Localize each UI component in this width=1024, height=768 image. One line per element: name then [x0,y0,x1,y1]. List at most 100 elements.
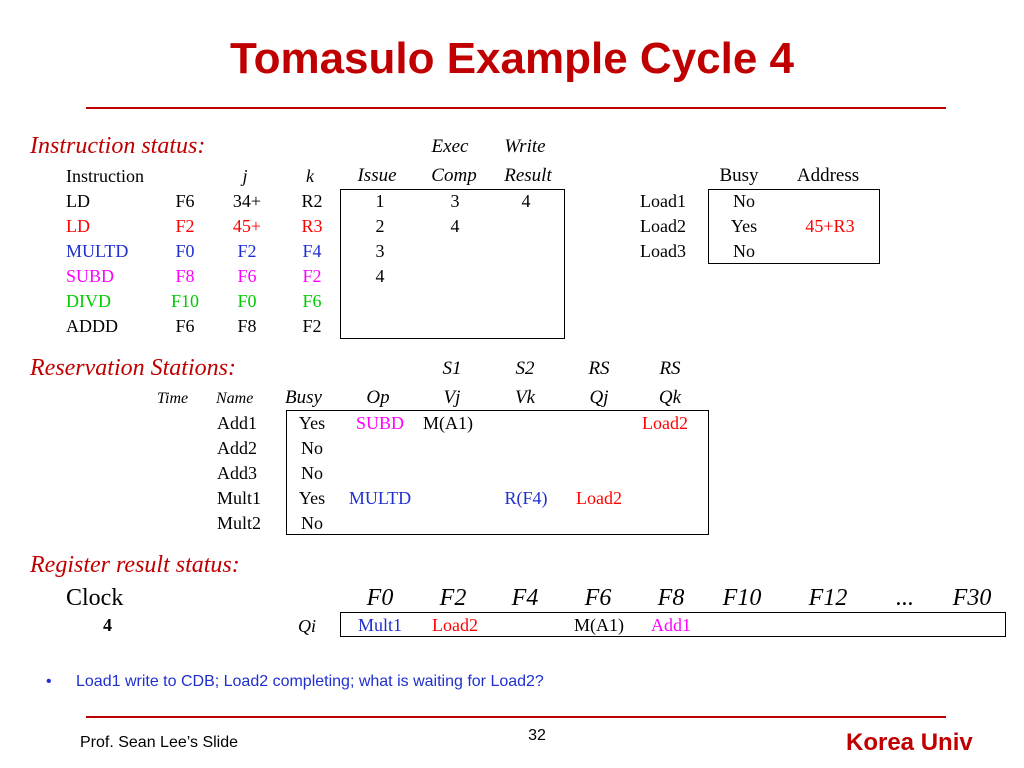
instr-k2: F4 [302,241,322,261]
clock-label: Clock [66,585,124,611]
bullet-dot: • [46,673,52,690]
instr-k: F2 [237,241,257,261]
qi-label: Qi [298,616,316,636]
instr-comp: 4 [450,216,460,236]
instr-j: F8 [175,266,195,286]
register-status-box [340,612,1006,637]
write-header: Write [504,136,546,157]
rs-name: Add3 [217,463,257,483]
register-name-f4: F4 [511,585,539,611]
rs-op: MULTD [348,488,412,508]
rs-qj: Load2 [576,488,622,508]
instr-issue: 2 [375,216,385,236]
rs-busy: Yes [298,413,326,433]
reservation-station-box [286,410,709,535]
instr-k2: F6 [302,291,322,311]
s2-header: S2 [515,358,535,379]
load-busy: No [733,191,755,211]
name-header: Name [216,390,254,407]
rs-name: Add1 [217,413,257,433]
instr-op: LD [66,216,90,236]
instr-k: 34+ [232,191,262,211]
load-name: Load3 [640,241,686,261]
page-number: 32 [528,727,546,744]
instr-issue: 1 [375,191,385,211]
qi-f8: Add1 [651,615,691,635]
footer-author: Prof. Sean Lee’s Slide [80,734,239,751]
rs-name: Mult2 [217,513,262,533]
qj-header: Qj [589,387,609,408]
issue-header: Issue [357,165,397,186]
instr-op: MULTD [66,241,129,261]
rs-op: SUBD [355,413,404,433]
register-name-ellipsis: ... [896,585,914,611]
clock-value: 4 [103,615,112,635]
rs-vk: R(F4) [504,488,548,508]
reservation-stations-label: Reservation Stations: [30,355,236,381]
rs-header-1: RS [588,358,610,379]
title-divider [86,107,946,109]
time-header: Time [157,390,189,407]
footer-divider [86,716,946,718]
load-address: 45+R3 [805,216,855,236]
rs-busy: No [301,438,323,458]
qi-f0: Mult1 [357,615,402,635]
rs-busy: No [301,513,323,533]
instr-k: F6 [237,266,257,286]
qi-f6: M(A1) [574,615,624,635]
instr-issue: 3 [375,241,385,261]
instr-j: F6 [175,316,195,336]
load-buffer-box [708,189,880,264]
j-header: j [242,166,248,186]
load-busy: Yes [730,216,758,236]
load-name: Load1 [640,191,686,211]
instr-k: 45+ [232,216,262,236]
k-header: k [306,166,314,186]
register-name-f10: F10 [722,585,762,611]
load-busy-header: Busy [719,165,759,186]
qk-header: Qk [658,387,682,408]
instr-op: SUBD [66,266,115,286]
bullet-text: Load1 write to CDB; Load2 completing; wh… [76,673,544,690]
s1-header: S1 [442,358,462,379]
vj-header: Vj [443,387,461,408]
instruction-status-box [340,189,565,339]
rs-vj: M(A1) [423,413,473,433]
instr-j: F2 [175,216,195,236]
busy-header: Busy [285,387,322,408]
instr-issue: 4 [375,266,385,286]
instr-k2: F2 [302,316,322,336]
op-header: Op [366,387,390,408]
rs-busy: Yes [298,488,326,508]
register-name-f30: F30 [952,585,992,611]
footer-institution: Korea Univ [846,729,973,756]
instr-j: F0 [175,241,195,261]
rs-name: Add2 [217,438,257,458]
instr-k2: F2 [302,266,322,286]
instr-j: F6 [175,191,195,211]
result-header: Result [504,165,552,186]
register-name-f2: F2 [439,585,467,611]
rs-name: Mult1 [217,488,262,508]
instr-op: LD [66,191,90,211]
load-name: Load2 [640,216,686,236]
instr-op: ADDD [66,316,118,336]
register-name-f0: F0 [366,585,394,611]
instr-k: F8 [237,316,257,336]
load-address-header: Address [796,165,860,186]
register-name-f6: F6 [584,585,612,611]
vk-header: Vk [514,387,536,408]
slide-title: Tomasulo Example Cycle 4 [229,34,795,83]
instr-k2: R3 [301,216,323,236]
rs-busy: No [301,463,323,483]
comp-header: Comp [431,165,477,186]
rs-header-2: RS [659,358,681,379]
instr-result: 4 [521,191,531,211]
instr-k2: R2 [301,191,323,211]
load-busy: No [733,241,755,261]
register-name-f8: F8 [657,585,685,611]
instr-comp: 3 [450,191,460,211]
qi-f2: Load2 [432,615,478,635]
instruction-status-label: Instruction status: [30,133,206,159]
instruction-header: Instruction [66,166,144,186]
